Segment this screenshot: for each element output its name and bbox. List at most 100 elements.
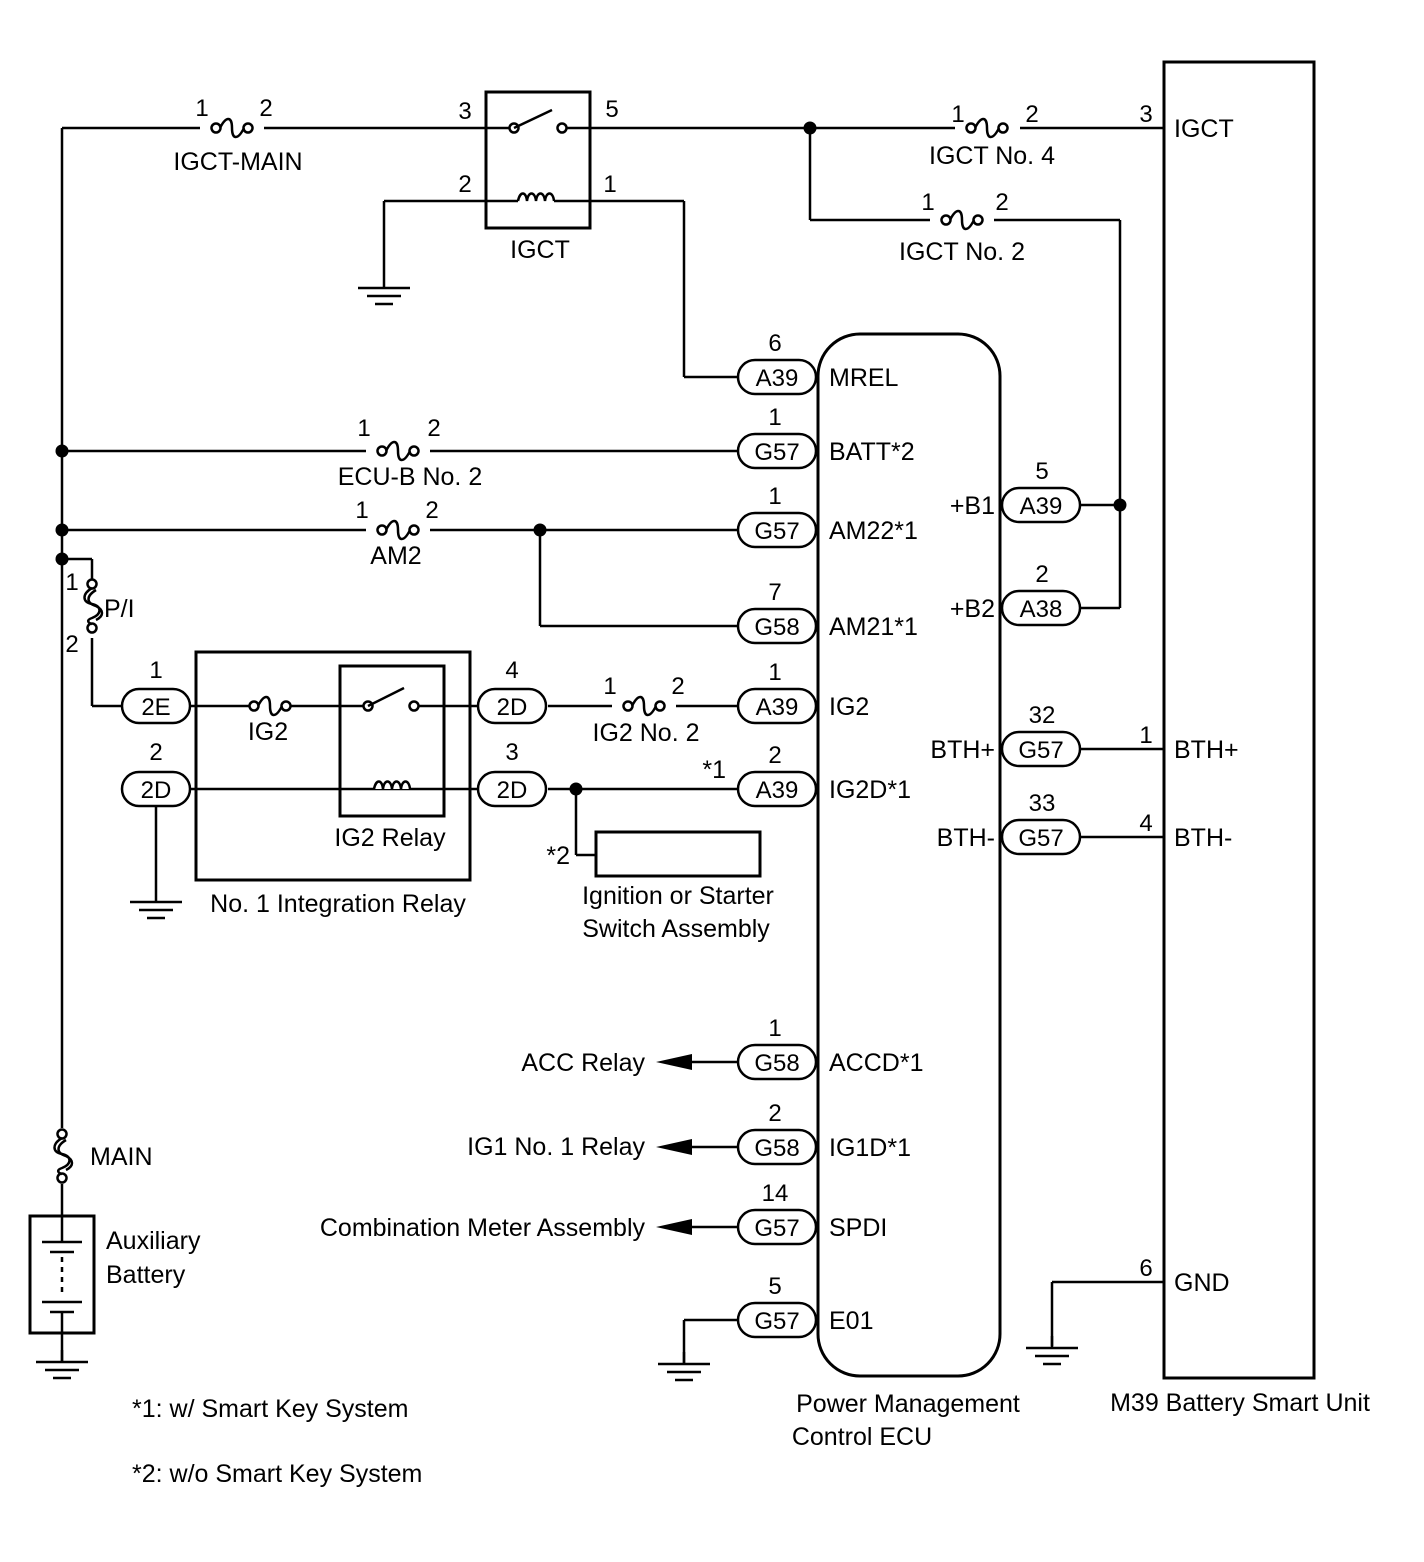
wires: [60, 126, 1164, 1364]
connector-code: 2E: [141, 694, 170, 721]
fuse-pin-1: 1: [195, 95, 208, 122]
connector-code: G58: [754, 614, 799, 641]
connector-code: G57: [754, 439, 799, 466]
fuse-igct-no2: 1 2 IGCT No. 2: [899, 189, 1025, 266]
terminal-name: MREL: [829, 364, 899, 392]
relay-pin-1: 1: [603, 171, 616, 198]
connector-code: G57: [1018, 737, 1063, 764]
fuse-igct-no4: 1 2 IGCT No. 4: [929, 101, 1055, 170]
fuse-ig2-no2: 1 2 IG2 No. 2: [593, 673, 700, 747]
ground-symbol: [656, 1350, 712, 1382]
terminal-name: IG2: [829, 693, 869, 721]
fuse-pin-2: 2: [425, 497, 438, 524]
fuse-pin-1: 1: [65, 569, 78, 596]
fuse-pin-1: 1: [603, 673, 616, 700]
terminal-pin: 4: [1139, 810, 1152, 837]
connector-code: 2D: [497, 694, 528, 721]
terminal-pin: 6: [1139, 1255, 1152, 1282]
fuse-label: IGCT-MAIN: [173, 148, 302, 176]
terminal-name: ACCD*1: [829, 1049, 923, 1077]
fuse-pi: 1 2 P/I: [65, 569, 134, 658]
output-ig1: IG1 No. 1 Relay: [467, 1133, 692, 1161]
terminal-name: IGCT: [1174, 115, 1234, 143]
connector-code: G57: [754, 518, 799, 545]
fuse-igct-main: 1 2 IGCT-MAIN: [173, 95, 302, 176]
terminal-name: AM21*1: [829, 613, 918, 641]
output-meter: Combination Meter Assembly: [320, 1214, 692, 1242]
connector-pin: 5: [768, 1273, 781, 1300]
ground-symbol: [1024, 1334, 1080, 1366]
terminal-name: SPDI: [829, 1214, 887, 1242]
ignition-label-1: Ignition or Starter: [582, 882, 774, 910]
fuse-am2: 1 2 AM2: [355, 497, 438, 570]
connector-pin: 2: [1035, 561, 1048, 588]
junction-dots: [55, 121, 1127, 796]
terminal-name: +B1: [950, 492, 995, 520]
terminal-name: IG2D*1: [829, 776, 911, 804]
fuse-pin-1: 1: [921, 189, 934, 216]
terminal-pin: 3: [1139, 101, 1152, 128]
ignition-note: *2: [546, 842, 570, 870]
connector-code: 2D: [141, 777, 172, 804]
connector-pin: 5: [1035, 458, 1048, 485]
relay-pin-3: 3: [458, 98, 471, 125]
footnote-1: *1: w/ Smart Key System: [132, 1395, 408, 1423]
footnotes: *1: w/ Smart Key System *2: w/o Smart Ke…: [132, 1395, 422, 1488]
fuse-pin-1: 1: [357, 415, 370, 442]
ground-symbol: [34, 1348, 90, 1380]
terminal-name: BTH+: [930, 736, 995, 764]
fuse-label: IGCT No. 4: [929, 142, 1055, 170]
arrow-left-icon: [656, 1139, 692, 1155]
output-label: Combination Meter Assembly: [320, 1214, 646, 1242]
fuse-pin-2: 2: [65, 631, 78, 658]
fuse-pin-1: 1: [951, 101, 964, 128]
fuse-label: IG2: [248, 718, 288, 746]
ecu-label-2: Control ECU: [792, 1423, 932, 1451]
connector-code: A38: [1020, 596, 1063, 623]
connector-pin: 14: [762, 1180, 789, 1207]
connector-pin: 1: [768, 483, 781, 510]
connector-pin: 33: [1029, 790, 1056, 817]
terminal-name: +B2: [950, 595, 995, 623]
connector-pin: 6: [768, 330, 781, 357]
connector-code: A39: [1020, 493, 1063, 520]
connector-pin: 1: [768, 1015, 781, 1042]
power-management-ecu: Power Management Control ECU: [792, 332, 1020, 1451]
terminal-name: AM22*1: [829, 517, 918, 545]
terminal-pin: 1: [1139, 722, 1152, 749]
fuse-pin-2: 2: [259, 95, 272, 122]
fuse-ig2: IG2: [248, 695, 292, 746]
connector-pin: 7: [768, 579, 781, 606]
footnote-2: *2: w/o Smart Key System: [132, 1460, 422, 1488]
connector-code: G57: [754, 1308, 799, 1335]
battery-smart-unit: M39 Battery Smart Unit: [1110, 60, 1370, 1417]
unit-label: M39 Battery Smart Unit: [1110, 1389, 1370, 1417]
terminal-name: BTH+: [1174, 736, 1239, 764]
output-label: ACC Relay: [521, 1049, 645, 1077]
terminal-name: IG1D*1: [829, 1134, 911, 1162]
integration-relay-label: No. 1 Integration Relay: [210, 890, 466, 918]
terminal-name: BTH-: [1174, 824, 1232, 852]
battery-label-2: Battery: [106, 1261, 186, 1289]
igct-relay: 3 5 2 1 IGCT: [458, 90, 619, 264]
terminal-name: E01: [829, 1307, 873, 1335]
fuse-label: AM2: [370, 542, 421, 570]
fuse-pin-1: 1: [355, 497, 368, 524]
fuse-label: ECU-B No. 2: [338, 463, 482, 491]
battery-label-1: Auxiliary: [106, 1227, 201, 1255]
connector-code: G58: [754, 1050, 799, 1077]
terminal-name: GND: [1174, 1269, 1230, 1297]
ecu-connector: A38 2 +B2: [950, 561, 1082, 627]
arrow-left-icon: [656, 1054, 692, 1070]
